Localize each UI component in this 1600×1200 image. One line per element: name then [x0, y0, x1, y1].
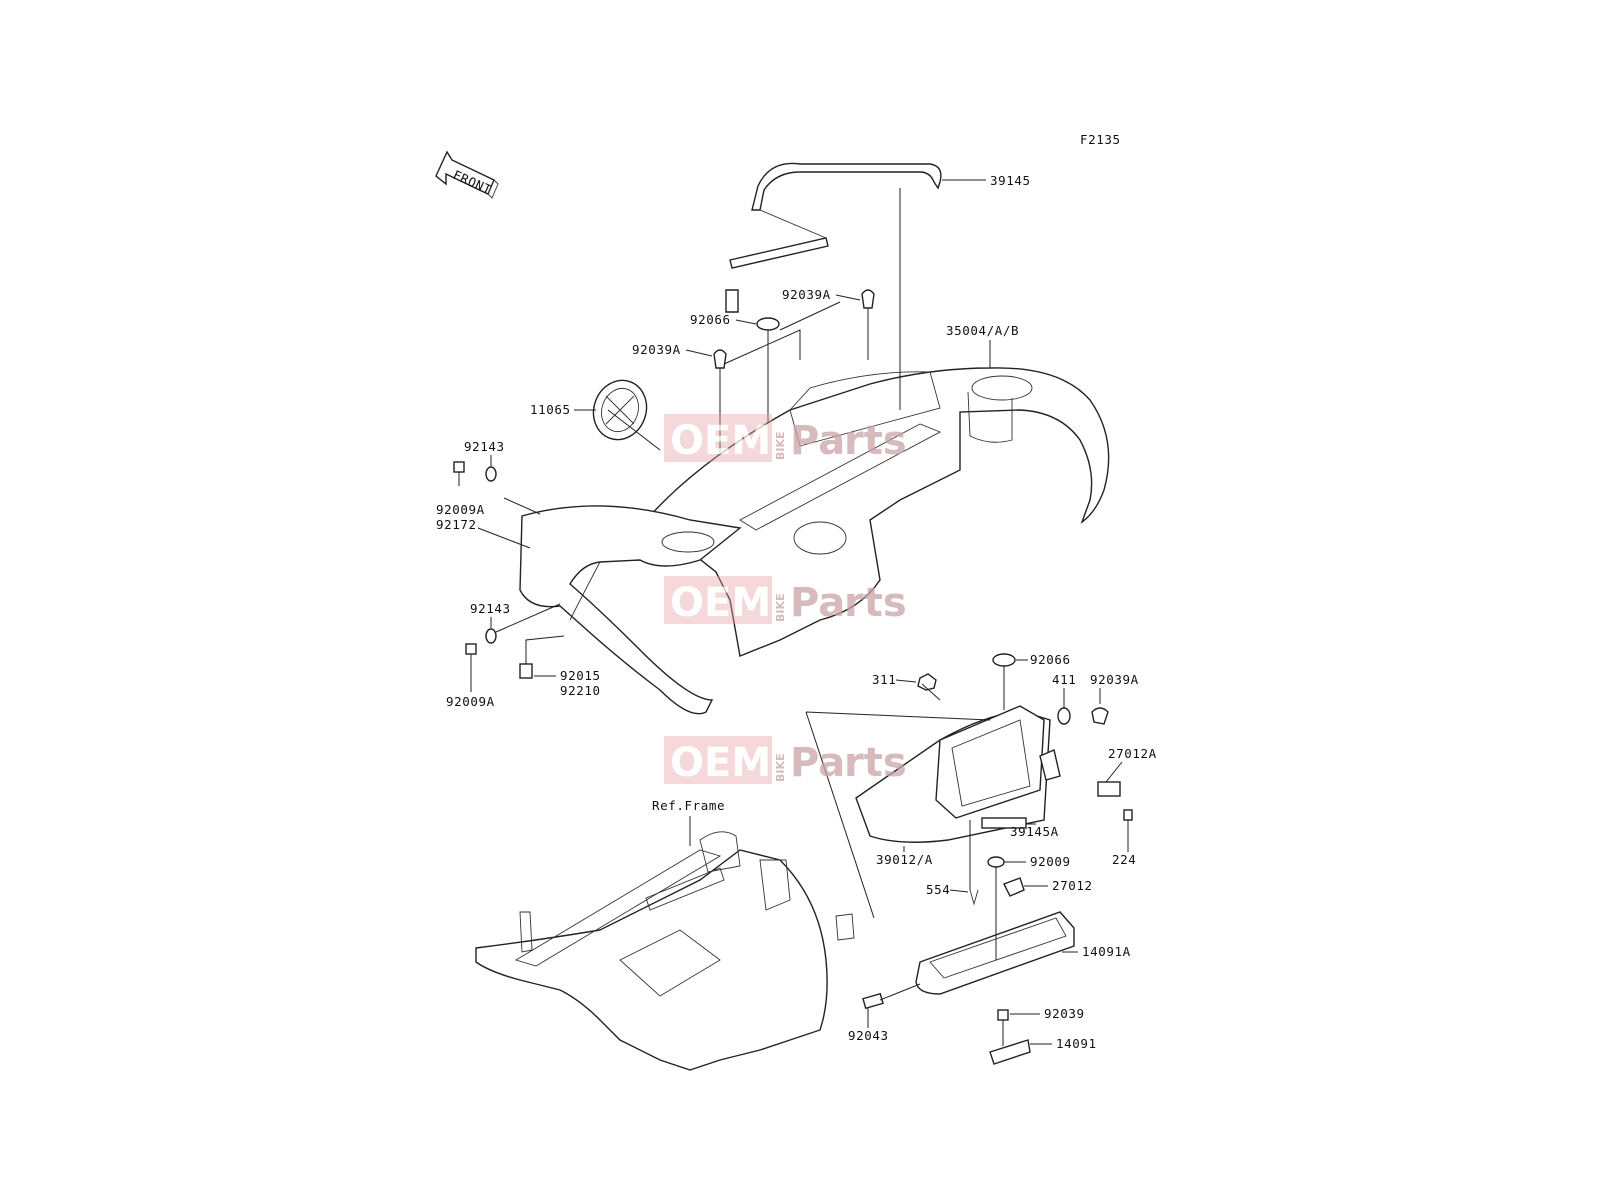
callout-554: 554: [926, 882, 950, 897]
clip-92039A-top: [861, 289, 875, 360]
latch-27012A: [1097, 781, 1121, 797]
svg-text:Pa: Pa: [790, 740, 845, 786]
bracket-14091: [989, 1039, 1031, 1065]
callout-92172: 92172: [436, 517, 477, 532]
cap-11065: [592, 379, 648, 441]
callout-14091A: 14091A: [1082, 944, 1131, 959]
callout-311: 311: [872, 672, 896, 687]
svg-text:Pa: Pa: [790, 418, 845, 464]
nut-92015: [519, 663, 533, 679]
washer-92143-b: [485, 628, 497, 644]
callout-11065: 11065: [530, 402, 571, 417]
callout-411: 411: [1052, 672, 1076, 687]
clip-92039A-right: [1091, 707, 1109, 725]
svg-text:BIKE: BIKE: [774, 431, 787, 460]
svg-text:rts: rts: [844, 418, 907, 464]
weatherstrip-39145A: [981, 749, 1061, 829]
callouts: 39145 92039A 92066 35004/A/B 92039A 1106…: [436, 173, 1157, 1051]
callout-92039A-top: 92039A: [782, 287, 831, 302]
callout-92009A-b: 92009A: [446, 694, 495, 709]
callout-27012: 27012: [1052, 878, 1093, 893]
screw-92009A-a: [453, 461, 465, 486]
svg-text:OEM: OEM: [670, 418, 771, 464]
callout-39012: 39012/A: [876, 852, 933, 867]
pin-554: [969, 889, 979, 906]
svg-text:rts: rts: [844, 580, 907, 626]
screw-224: [1123, 809, 1133, 821]
callout-92015: 92015: [560, 668, 601, 683]
rear-fender-35004: [646, 367, 1110, 657]
callout-92039A-mid: 92039A: [632, 342, 681, 357]
svg-text:BIKE: BIKE: [774, 593, 787, 622]
callout-35004: 35004/A/B: [946, 323, 1019, 338]
lid-14091A: [915, 911, 1075, 995]
plug-92066-right: [992, 653, 1016, 667]
washer-92143-a: [485, 466, 497, 482]
callout-92039A-right: 92039A: [1090, 672, 1139, 687]
washer-411: [1057, 707, 1071, 725]
callout-14091: 14091: [1056, 1036, 1097, 1051]
callout-39145: 39145: [990, 173, 1031, 188]
callout-ref-frame: Ref.Frame: [652, 798, 725, 813]
callout-92066-right: 92066: [1030, 652, 1071, 667]
latch-27012: [1003, 877, 1025, 897]
storage-case-39012: [855, 705, 1051, 843]
screw-92009A-b: [465, 643, 477, 664]
nut-311: [917, 673, 937, 691]
svg-text:BIKE: BIKE: [774, 753, 787, 782]
screw-92009-lower: [987, 856, 1005, 900]
callout-92009A-a: 92009A: [436, 502, 485, 517]
figure-code: F2135: [1080, 132, 1121, 147]
callout-224: 224: [1112, 852, 1136, 867]
callout-92066-top: 92066: [690, 312, 731, 327]
callout-92210: 92210: [560, 683, 601, 698]
weatherstrip-39145: [725, 162, 942, 313]
screw-92039-lower: [997, 1009, 1009, 1046]
front-arrow-icon: FRONT: [435, 150, 499, 199]
front-fender-piece: [519, 505, 847, 715]
svg-text:rts: rts: [844, 740, 907, 786]
callout-92009: 92009: [1030, 854, 1071, 869]
svg-text:Pa: Pa: [790, 580, 845, 626]
svg-text:OEM: OEM: [670, 740, 771, 786]
callout-39145A: 39145A: [1010, 824, 1059, 839]
watermark: OEM BIKE Pa rts OEM BIKE Pa rts OEM BIKE…: [664, 414, 907, 786]
callout-92143-a: 92143: [464, 439, 505, 454]
callout-92043: 92043: [848, 1028, 889, 1043]
reference-frame: [475, 831, 855, 1071]
callout-92039: 92039: [1044, 1006, 1085, 1021]
pin-92043: [862, 992, 884, 1010]
callout-27012A: 27012A: [1108, 746, 1157, 761]
svg-text:OEM: OEM: [670, 580, 771, 626]
callout-92143-b: 92143: [470, 601, 511, 616]
